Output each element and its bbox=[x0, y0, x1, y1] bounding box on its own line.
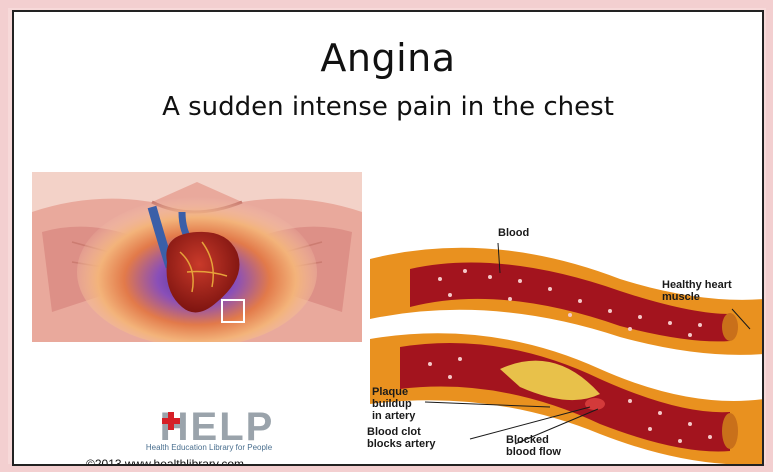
label-plaque-line-1: Plaque bbox=[372, 386, 415, 398]
slide-title: Angina bbox=[14, 36, 762, 80]
label-healthy-line-2: muscle bbox=[662, 291, 732, 303]
label-blood-clot: Blood clot blocks artery bbox=[367, 426, 435, 450]
label-healthy-heart-muscle: Healthy heart muscle bbox=[662, 279, 732, 303]
label-healthy-line-1: Healthy heart bbox=[662, 279, 732, 291]
chest-heart-illustration bbox=[32, 172, 362, 342]
label-clot-line-1: Blood clot bbox=[367, 426, 435, 438]
label-blocked-blood-flow: Blocked blood flow bbox=[506, 434, 561, 458]
copyright-text: ©2013 www.healthlibrary.com bbox=[86, 457, 244, 466]
slide: Angina A sudden intense pain in the ches… bbox=[12, 10, 764, 466]
label-blocked-line-1: Blocked bbox=[506, 434, 561, 446]
label-clot-line-2: blocks artery bbox=[367, 438, 435, 450]
logo-tagline: Health Education Library for People bbox=[94, 443, 324, 452]
label-blocked-line-2: blood flow bbox=[506, 446, 561, 458]
slide-subtitle: A sudden intense pain in the chest bbox=[14, 92, 762, 122]
label-plaque-line-2: buildup bbox=[372, 398, 415, 410]
label-plaque-buildup: Plaque buildup in artery bbox=[372, 386, 415, 422]
label-plaque-line-3: in artery bbox=[372, 410, 415, 422]
label-blood: Blood bbox=[498, 227, 529, 239]
